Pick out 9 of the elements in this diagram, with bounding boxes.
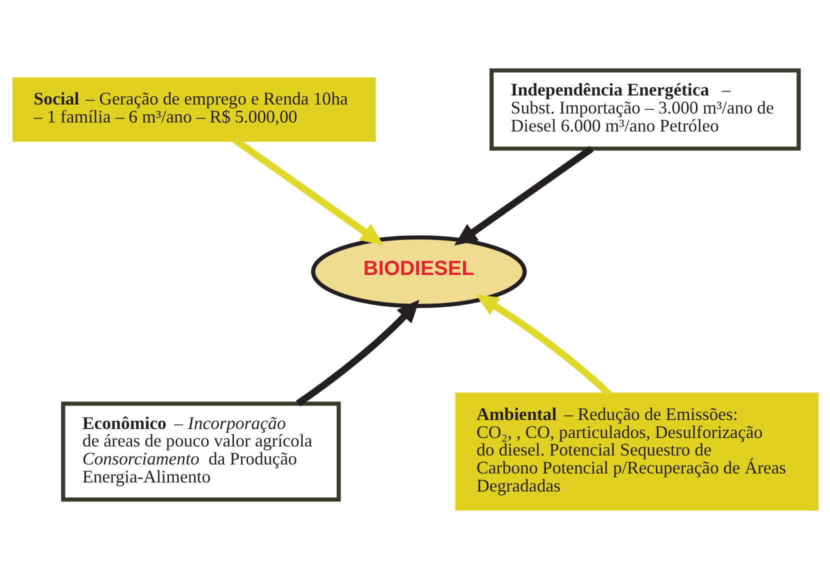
node-box: Social – Geração de emprego e Renda 10ha – 1 família – 6 m³/ano – R$ 5.000,00: [12, 77, 376, 142]
node-box: Econômico – Incorporação de áreas de pouco valor agrícola Consorciamento da Produção Energia-Alimento: [60, 402, 340, 502]
node-box: Independência Energética – Subst. Importação – 3.000 m³/ano de Diesel 6.000 m³/ano Petróleo: [489, 68, 800, 151]
arrow: [454, 146, 593, 246]
node-box: Ambiental – Redução de Emissões: CO₂, , CO, particulados, Desulforização do diesel. Potencial Sequestro de Carbono Potencial p/Recuperação de Áreas Degradadas: [454, 392, 818, 511]
node-ellipse: BIODIESEL: [310, 235, 526, 308]
arrow: [296, 300, 419, 406]
arrow: [232, 137, 384, 246]
arrow: [475, 294, 612, 397]
